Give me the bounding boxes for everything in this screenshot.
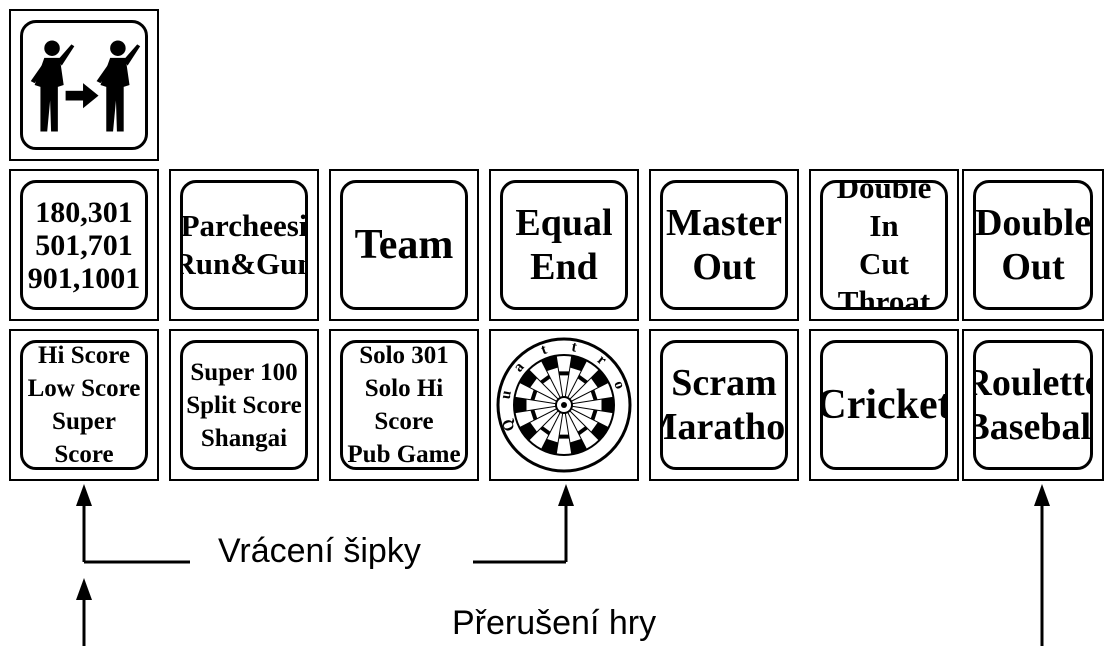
button-label: Master Out [665,202,783,288]
game-button-row1-5[interactable]: Double In Cut Throat [809,169,959,321]
button-label: Parcheesi Run&Gun [180,208,308,281]
button-frame: Equal End [500,180,628,310]
game-button-row1-2[interactable]: Team [329,169,479,321]
button-label: Super 100 Split Score Shangai [186,358,302,452]
player-change-button[interactable] [9,9,159,161]
game-button-row1-4[interactable]: Master Out [649,169,799,321]
svg-text:u: u [498,389,515,400]
button-frame: Team [340,180,468,310]
game-button-row1-0[interactable]: 180,301 501,701 901,1001 [9,169,159,321]
button-frame: Solo 301 Solo Hi Score Pub Game [340,340,468,470]
button-label: Team [354,222,454,268]
button-label: 180,301 501,701 901,1001 [27,195,141,295]
button-label: Scram Marathon [663,362,786,448]
player-change-icon [20,20,148,150]
button-label: Hi Score Low Score Super Score [27,342,141,468]
button-frame: 180,301 501,701 901,1001 [20,180,148,310]
button-frame: Master Out [660,180,788,310]
game-button-row2-2[interactable]: Solo 301 Solo Hi Score Pub Game [329,329,479,481]
button-frame: Double In Cut Throat [820,180,948,310]
button-frame: Super 100 Split Score Shangai [180,340,308,470]
button-frame: Parcheesi Run&Gun [180,180,308,310]
game-button-row2-6[interactable]: Roulette Baseball [962,329,1104,481]
game-button-row2-5[interactable]: Cricket [809,329,959,481]
button-label: Double Out [974,202,1092,288]
button-frame: Double Out [973,180,1093,310]
button-label: Solo 301 Solo Hi Score Pub Game [347,342,461,468]
game-button-row2-4[interactable]: Scram Marathon [649,329,799,481]
svg-text:Q: Q [499,416,518,433]
button-frame: Scram Marathon [660,340,788,470]
button-frame: Hi Score Low Score Super Score [20,340,148,470]
button-label: Equal End [515,202,613,288]
game-button-row1-6[interactable]: Double Out [962,169,1104,321]
game-button-row2-0[interactable]: Hi Score Low Score Super Score [9,329,159,481]
button-frame: Cricket [820,340,948,470]
game-button-row1-1[interactable]: Parcheesi Run&Gun [169,169,319,321]
button-frame: Roulette Baseball [973,340,1093,470]
button-label: Cricket [820,382,948,428]
svg-text:t: t [539,342,549,359]
svg-text:t: t [570,339,578,356]
button-label: Roulette Baseball [976,362,1092,448]
game-button-row2-1[interactable]: Super 100 Split Score Shangai [169,329,319,481]
game-button-row1-3[interactable]: Equal End [489,169,639,321]
game-interrupt-caption: Přerušení hry [452,604,657,642]
return-darts-caption: Vrácení šipky [218,532,421,570]
button-label: Double In Cut Throat [836,180,932,310]
